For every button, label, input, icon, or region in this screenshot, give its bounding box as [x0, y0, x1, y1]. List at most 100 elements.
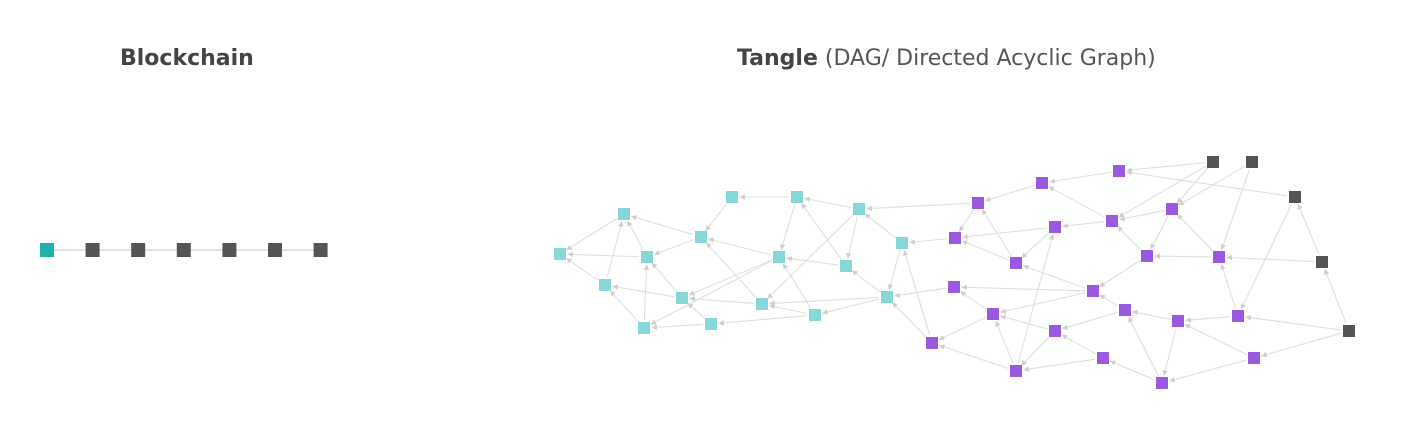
blockchain-title: Blockchain [120, 46, 254, 71]
tangle-edge [1109, 360, 1155, 381]
tangle-node-confirmed [705, 318, 717, 330]
tangle-node-pending [1010, 257, 1022, 269]
tangle-node-confirmed [840, 260, 852, 272]
tangle-edge [705, 242, 758, 299]
tangle-edge [1297, 203, 1320, 255]
blockchain-title-text: Blockchain [120, 46, 254, 71]
tangle-edge [653, 239, 694, 256]
tangle-edge [961, 284, 1086, 292]
tangle-node-pending [1113, 165, 1125, 177]
tangle-node-tip [1316, 256, 1328, 268]
tangle-node-tip [1343, 325, 1355, 337]
tangle-node-confirmed [881, 291, 893, 303]
tangle-edge [1184, 324, 1248, 355]
tangle-edge [1261, 332, 1342, 358]
tangle-node-pending [1232, 310, 1244, 322]
tangle-node-pending [1049, 325, 1061, 337]
tangle-edge [962, 227, 1048, 240]
tangle-edge [938, 316, 987, 341]
tangle-edge [961, 240, 1009, 261]
tangle-node-confirmed [554, 248, 566, 260]
tangle-node-pending [1106, 215, 1118, 227]
tangle-edge [1023, 358, 1096, 372]
tangle-edge [567, 251, 640, 258]
tangle-node-confirmed [599, 279, 611, 291]
tangle-node-confirmed [756, 298, 768, 310]
tangle-edge [687, 302, 706, 320]
tangle-edge [1220, 169, 1250, 250]
tangle-edge [566, 258, 599, 281]
tangle-edge [1245, 315, 1342, 331]
tangle-edge [650, 260, 773, 325]
tangle-node-pending [1087, 285, 1099, 297]
tangle-edge [643, 264, 650, 321]
tangle-edge [566, 217, 618, 251]
tangle-edge [627, 220, 644, 251]
tangle-edge [1176, 167, 1209, 204]
tangle-edge [1099, 294, 1119, 307]
genesis-block [40, 243, 54, 257]
tangle-edge [995, 320, 1014, 364]
tangle-node-confirmed [676, 292, 688, 304]
tangle-edge [1185, 316, 1231, 323]
tangle-edge [1000, 292, 1086, 314]
tangle-node-pending [1213, 251, 1225, 263]
tangle-node-confirmed [773, 251, 785, 263]
tangle-title: Tangle (DAG/ Directed Acyclic Graph) [737, 46, 1156, 71]
tangle-edge [705, 202, 728, 232]
tangle-node-confirmed [618, 208, 630, 220]
block [176, 243, 191, 257]
tangle-node-tip [1246, 156, 1258, 168]
tangle-node-confirmed [853, 203, 865, 215]
tangle-node-pending [1141, 250, 1153, 262]
tangle-edge [1099, 259, 1141, 288]
tangle-edge [909, 238, 948, 245]
tangle-edge [801, 203, 842, 260]
tangle-edge [866, 202, 971, 212]
tangle-edge [1150, 215, 1169, 250]
tangle-edge [1021, 336, 1050, 366]
tangle-node-tip [1289, 191, 1301, 203]
tangle-node-confirmed [695, 231, 707, 243]
tangle-node-confirmed [641, 251, 653, 263]
tangle-edge [1154, 253, 1212, 259]
tangle-edge [1049, 171, 1112, 184]
tangle-node-pending [1097, 352, 1109, 364]
tangle-edge [718, 315, 808, 326]
tangle-nodes [554, 156, 1355, 389]
tangle-edge [612, 284, 675, 298]
tangle-title-text: Tangle [737, 46, 818, 71]
tangle-edge [769, 303, 808, 314]
tangle-edge [1240, 203, 1293, 310]
tangle-node-confirmed [791, 191, 803, 203]
tangle-node-pending [1049, 221, 1061, 233]
tangle-node-pending [1172, 315, 1184, 327]
tangle-edge [1118, 165, 1207, 218]
tangle-edge [1017, 234, 1055, 364]
tangle-node-pending [972, 197, 984, 209]
tangle-node-pending [949, 232, 961, 244]
tangle-edge [1117, 226, 1142, 251]
tangle-edge [1132, 309, 1171, 320]
tangle-edge [1126, 170, 1288, 197]
tangle-edge [1021, 232, 1050, 258]
tangle-edge [708, 237, 772, 256]
tangle-node-confirmed [809, 309, 821, 321]
tangle-edge [767, 214, 854, 299]
tangle-edge [1128, 316, 1159, 377]
tangle-edge [1048, 186, 1106, 218]
tangle-edges [566, 162, 1347, 383]
tangle-edge [780, 204, 796, 250]
tangle-node-pending [1248, 352, 1260, 364]
tangle-edge [864, 213, 897, 239]
block [222, 243, 237, 257]
tangle-edge [651, 262, 678, 293]
tangle-node-pending [987, 308, 999, 320]
tangle-edge [1162, 328, 1177, 376]
tangle-edge [892, 302, 927, 338]
tangle-edge [1324, 268, 1347, 324]
tangle-edge [689, 296, 755, 304]
tangle-edge [1126, 162, 1206, 173]
tangle-node-pending [926, 337, 938, 349]
